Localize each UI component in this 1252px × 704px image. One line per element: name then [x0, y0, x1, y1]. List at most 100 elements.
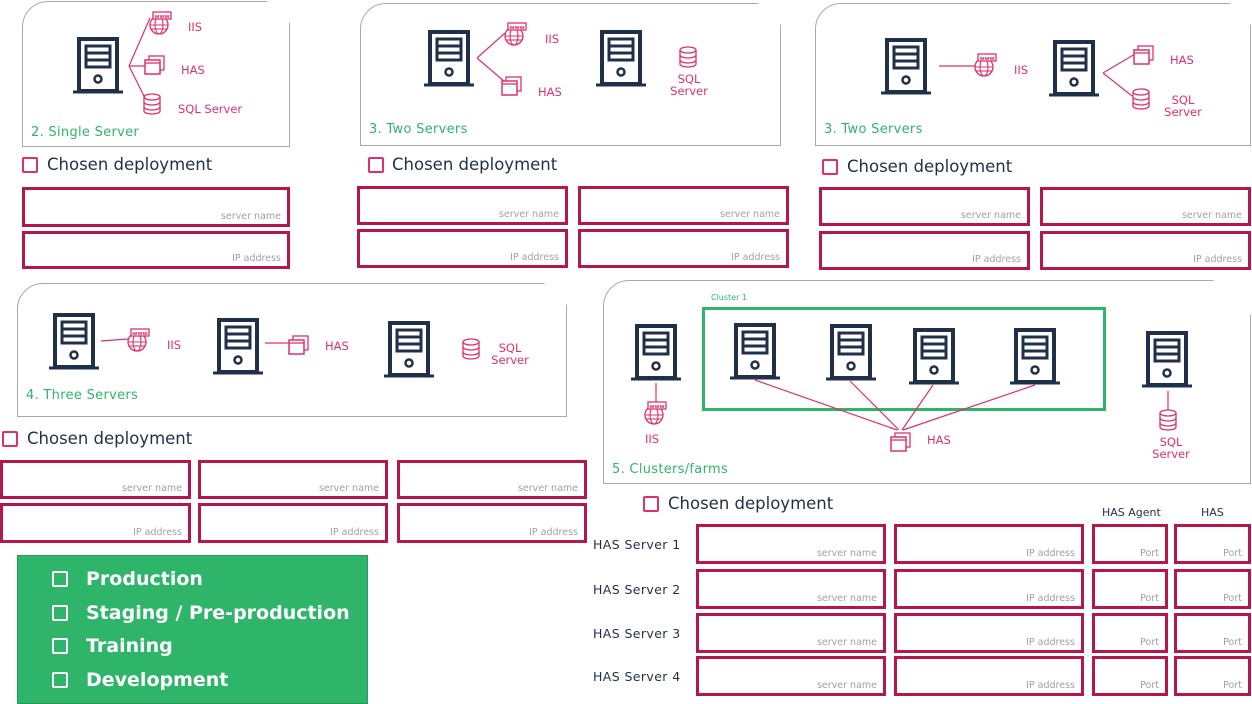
chosen-deployment-checkbox[interactable]	[822, 159, 838, 175]
has-agent-port-input[interactable]: Port	[1092, 613, 1168, 653]
ip-address-input[interactable]: IP address	[22, 231, 290, 269]
app-windows-icon	[143, 53, 167, 77]
env-label: Development	[86, 669, 229, 691]
ip-address-input[interactable]: IP address	[397, 503, 587, 543]
checkbox[interactable]	[52, 605, 68, 621]
has-ip-address-input[interactable]: IP address	[894, 569, 1084, 609]
www-globe-icon	[503, 22, 527, 46]
has-agent-port-input[interactable]: Port	[1092, 524, 1168, 564]
server-icon	[1010, 328, 1060, 386]
app-windows-icon	[287, 333, 311, 357]
iis-label: IIS	[167, 338, 182, 352]
panel-title: 3. Two Servers	[824, 122, 923, 137]
placeholder: IP address	[1026, 548, 1075, 559]
server-icon	[49, 313, 99, 371]
has-label: HAS	[927, 433, 951, 447]
chosen-deployment-checkbox[interactable]	[643, 496, 659, 512]
server-name-input[interactable]: server name	[22, 187, 290, 227]
placeholder: IP address	[330, 527, 379, 538]
www-globe-icon	[148, 11, 172, 35]
database-icon	[459, 337, 483, 361]
placeholder: IP address	[510, 252, 559, 263]
server-name-input[interactable]: server name	[357, 186, 568, 225]
sql-label: SQL Server	[670, 72, 708, 98]
server-icon	[1142, 331, 1192, 389]
env-label: Production	[86, 568, 203, 590]
placeholder: IP address	[529, 527, 578, 538]
placeholder: server name	[960, 210, 1021, 221]
has-server-name-input[interactable]: server name	[696, 613, 886, 653]
has-server-name-input[interactable]: server name	[696, 524, 886, 564]
placeholder: server name	[816, 637, 877, 648]
env-label: Training	[86, 635, 173, 657]
server-name-input[interactable]: server name	[397, 460, 587, 499]
server-name-input[interactable]: server name	[198, 460, 388, 499]
environment-selection-box: Production Staging / Pre-production Trai…	[17, 555, 368, 704]
chosen-deployment-checkbox[interactable]	[368, 157, 384, 173]
checkbox[interactable]	[52, 571, 68, 587]
has-ip-address-input[interactable]: IP address	[894, 613, 1084, 653]
database-icon	[1156, 408, 1180, 432]
column-header-has: HAS	[1201, 506, 1224, 519]
placeholder: server name	[517, 483, 578, 494]
iis-label: IIS	[645, 432, 660, 446]
placeholder: server name	[816, 548, 877, 559]
placeholder: Port	[1140, 680, 1159, 691]
server-name-input[interactable]: server name	[578, 186, 789, 225]
placeholder: server name	[318, 483, 379, 494]
ip-address-input[interactable]: IP address	[0, 503, 191, 543]
database-icon	[140, 92, 164, 116]
ip-address-input[interactable]: IP address	[198, 503, 388, 543]
has-label: HAS	[325, 339, 349, 353]
placeholder: Port	[1223, 680, 1242, 691]
iis-label: IIS	[545, 32, 560, 46]
server-icon	[881, 38, 931, 96]
placeholder: server name	[719, 209, 780, 220]
has-ip-address-input[interactable]: IP address	[894, 656, 1084, 696]
ip-address-input[interactable]: IP address	[1040, 231, 1251, 270]
placeholder: server name	[816, 593, 877, 604]
chosen-deployment-checkbox[interactable]	[22, 157, 38, 173]
sql-label: SQL Server	[1164, 93, 1202, 119]
server-icon	[730, 323, 780, 381]
placeholder: server name	[121, 483, 182, 494]
placeholder: IP address	[1026, 637, 1075, 648]
placeholder: Port	[1140, 548, 1159, 559]
server-name-input[interactable]: server name	[1040, 187, 1251, 226]
has-port-input[interactable]: Port	[1174, 656, 1251, 696]
server-name-input[interactable]: server name	[0, 460, 191, 499]
server-icon	[631, 324, 681, 382]
has-server-name-input[interactable]: server name	[696, 569, 886, 609]
has-port-input[interactable]: Port	[1174, 569, 1251, 609]
ip-address-input[interactable]: IP address	[578, 229, 789, 268]
has-server-row-label: HAS Server 1	[593, 537, 681, 552]
has-agent-port-input[interactable]: Port	[1092, 656, 1168, 696]
www-globe-icon	[126, 328, 150, 352]
app-windows-icon	[500, 74, 524, 98]
placeholder: IP address	[232, 253, 281, 264]
placeholder: Port	[1223, 593, 1242, 604]
app-windows-icon	[889, 430, 913, 454]
checkbox[interactable]	[52, 672, 68, 688]
www-globe-icon	[973, 53, 997, 77]
placeholder: server name	[498, 209, 559, 220]
has-port-input[interactable]: Port	[1174, 524, 1251, 564]
server-icon	[73, 37, 123, 95]
chosen-deployment-checkbox[interactable]	[2, 431, 18, 447]
placeholder: IP address	[1026, 680, 1075, 691]
iis-label: IIS	[188, 20, 203, 34]
has-agent-port-input[interactable]: Port	[1092, 569, 1168, 609]
has-ip-address-input[interactable]: IP address	[894, 524, 1084, 564]
has-port-input[interactable]: Port	[1174, 613, 1251, 653]
server-icon	[909, 328, 959, 386]
ip-address-input[interactable]: IP address	[357, 229, 568, 268]
server-name-input[interactable]: server name	[819, 187, 1030, 226]
has-server-row-label: HAS Server 3	[593, 626, 681, 641]
placeholder: IP address	[1193, 254, 1242, 265]
ip-address-input[interactable]: IP address	[819, 231, 1030, 270]
placeholder: IP address	[133, 527, 182, 538]
placeholder: Port	[1223, 548, 1242, 559]
checkbox[interactable]	[52, 638, 68, 654]
has-server-name-input[interactable]: server name	[696, 656, 886, 696]
has-server-row-label: HAS Server 4	[593, 669, 681, 684]
